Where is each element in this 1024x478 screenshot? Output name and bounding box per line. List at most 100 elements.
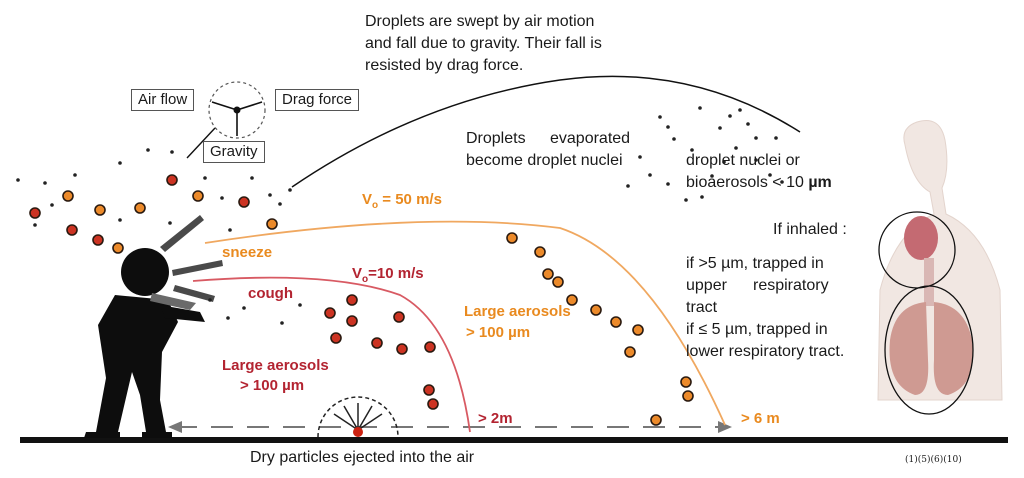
droplet [62, 190, 74, 202]
droplet [92, 234, 104, 246]
inhaled-lower-2: lower respiratory tract. [686, 343, 845, 360]
inhaled-upper-1: if >5 µm, trapped in [686, 255, 824, 272]
nucleus-speck [208, 298, 212, 302]
particle-dome [317, 396, 399, 438]
nucleus-speck [774, 136, 778, 140]
cough-velocity: Vo=10 m/s [352, 264, 424, 290]
nucleus-speck [710, 174, 714, 178]
nucleus-speck [700, 195, 704, 199]
ground-line [20, 437, 1008, 443]
droplet [66, 224, 78, 236]
nucleus-speck [250, 176, 254, 180]
gravity-label: Gravity [203, 141, 265, 163]
droplet [566, 294, 578, 306]
aerosols-left-line2: > 100 µm [240, 377, 305, 394]
ground-caption: Dry particles ejected into the air [250, 449, 475, 466]
cough-v-value: =10 m/s [368, 265, 424, 282]
droplet [624, 346, 636, 358]
trachea [924, 258, 934, 306]
nuclei-size-text: bioaerosols < 10 [686, 174, 809, 191]
droplet [682, 390, 694, 402]
distance-short: > 2m [478, 410, 513, 427]
droplet [680, 376, 692, 388]
nucleus-speck [718, 126, 722, 130]
arrow-head-left [168, 421, 182, 433]
droplet [552, 276, 564, 288]
aerosols-right-line2: > 100 µm [466, 324, 531, 341]
inhaled-upper-2a: upper [686, 277, 727, 294]
nucleus-speck [666, 182, 670, 186]
respiratory-illustration [877, 120, 1003, 415]
droplet [346, 315, 358, 327]
nucleus-speck [220, 196, 224, 200]
droplet [427, 398, 439, 410]
nucleus-speck [638, 155, 642, 159]
droplet [29, 207, 41, 219]
nucleus-speck [746, 122, 750, 126]
drag-force-label: Drag force [275, 89, 360, 111]
nucleus-speck [33, 223, 37, 227]
lower-tract-ellipse [884, 285, 974, 415]
nuclei-line2: bioaerosols < 10 µm [686, 173, 832, 193]
droplet [610, 316, 622, 328]
aerosols-left-line1: Large aerosols [222, 357, 329, 374]
sneeze-v-value: = 50 m/s [378, 191, 442, 208]
dome-rays [333, 403, 383, 431]
sneeze-v-sub: o [372, 200, 379, 211]
nucleus-speck [288, 188, 292, 192]
sneeze-trajectory [204, 220, 726, 426]
evaporated-word1: Droplets [466, 130, 526, 147]
caption-line1: Droplets are swept by air motion [365, 13, 595, 30]
dome-particle [353, 427, 363, 437]
nuclei-unit: µm [808, 174, 832, 191]
nucleus-speck [118, 218, 122, 222]
droplet [371, 337, 383, 349]
nucleus-speck [73, 173, 77, 177]
evaporated-word2: evaporated [550, 130, 631, 147]
nucleus-speck [118, 161, 122, 165]
nucleus-speck [780, 180, 784, 184]
nuclei-specks [16, 106, 784, 325]
nucleus-speck [50, 203, 54, 207]
cough-v: V [352, 265, 363, 282]
nucleus-speck [658, 115, 662, 119]
nucleus-speck [684, 198, 688, 202]
force-pointer [186, 127, 216, 159]
droplet [423, 384, 435, 396]
nucleus-speck [666, 125, 670, 129]
nuclei-line1: droplet nuclei or [686, 152, 800, 169]
droplet [134, 202, 146, 214]
droplet [534, 246, 546, 258]
cough-v-sub: o [362, 274, 369, 285]
emission-blast [160, 215, 223, 302]
nucleus-speck [242, 306, 246, 310]
evaporated-line2: become droplet nuclei [466, 152, 623, 169]
nucleus-speck [690, 148, 694, 152]
nucleus-speck [298, 303, 302, 307]
right-lung [933, 302, 973, 395]
nucleus-speck [722, 160, 726, 164]
nucleus-speck [626, 184, 630, 188]
droplet [112, 242, 124, 254]
nucleus-speck [280, 321, 284, 325]
inhaled-lower-1: if ≤ 5 µm, trapped in [686, 321, 828, 338]
nucleus-speck [203, 176, 207, 180]
nucleus-speck [43, 181, 47, 185]
nucleus-speck [672, 137, 676, 141]
nucleus-speck [738, 108, 742, 112]
nucleus-speck [698, 106, 702, 110]
droplet [650, 414, 662, 426]
nucleus-speck [648, 173, 652, 177]
air-flow-label: Air flow [131, 89, 195, 111]
nucleus-speck [278, 202, 282, 206]
big-dispersion-curve [291, 75, 801, 188]
nucleus-speck [754, 136, 758, 140]
droplet [324, 307, 336, 319]
droplet [330, 332, 342, 344]
cough-label: cough [248, 285, 293, 302]
caption-line3: resisted by drag force. [365, 57, 524, 74]
droplet [166, 174, 178, 186]
distance-long: > 6 m [741, 410, 780, 427]
nucleus-speck [168, 221, 172, 225]
left-lung [889, 302, 929, 395]
